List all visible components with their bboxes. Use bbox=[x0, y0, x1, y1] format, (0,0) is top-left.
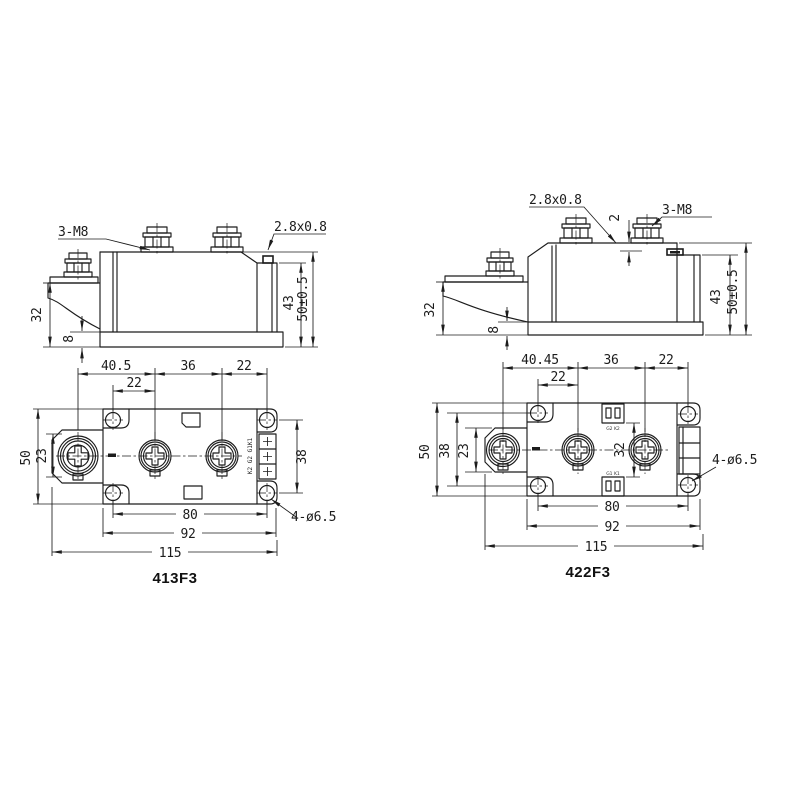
gate-plug-bottom bbox=[601, 476, 625, 497]
dim-40-5: 40.5 bbox=[101, 359, 131, 374]
dim-92: 92 bbox=[180, 527, 195, 542]
view-title-422F3: 422F3 bbox=[565, 564, 610, 581]
mounting-hole bbox=[257, 410, 277, 430]
dim-38: 38 bbox=[438, 443, 453, 458]
side-view-413F3: 3-M8 2.8x0.8 43 50±0.5 32 8 bbox=[30, 220, 327, 363]
dim-23: 23 bbox=[457, 443, 472, 458]
callout-3-M8: 3-M8 bbox=[58, 225, 88, 240]
dim-50: 50 bbox=[19, 450, 34, 465]
dim-80: 80 bbox=[604, 500, 619, 515]
terminal-step bbox=[256, 262, 278, 333]
view-title-413F3: 413F3 bbox=[152, 570, 197, 587]
dim-32: 32 bbox=[613, 442, 628, 457]
top-view-422F3: G2 K2 G1 K1 40.45 36 22 22 50 38 23 bbox=[418, 353, 757, 581]
side-view-422F3: 2.8x0.8 3-M8 2 43 50±0.5 32 8 bbox=[423, 193, 752, 350]
module-body-outline bbox=[527, 242, 678, 323]
callout-holes: 4-ø6.5 bbox=[712, 453, 757, 468]
dim-43: 43 bbox=[709, 289, 724, 304]
faston-tab bbox=[666, 248, 684, 256]
gate-plug-top bbox=[601, 403, 625, 424]
dim-115: 115 bbox=[159, 546, 182, 561]
mounting-hole bbox=[678, 475, 698, 495]
mounting-hole bbox=[257, 483, 277, 503]
dim-38: 38 bbox=[295, 449, 310, 464]
side-lug bbox=[442, 281, 529, 323]
top-bolt-1 bbox=[140, 223, 174, 256]
dim-50: 50 bbox=[418, 444, 433, 459]
dim-43: 43 bbox=[282, 295, 297, 310]
aux-terminal-block bbox=[258, 433, 277, 480]
gate-label-top: G2 K2 bbox=[606, 426, 620, 432]
label-recess bbox=[181, 412, 201, 428]
base-plate bbox=[527, 321, 704, 336]
dim-50: 50±0.5 bbox=[296, 276, 311, 321]
top-view-413F3: K2 G2 G1K1 bbox=[19, 359, 336, 587]
polarity-mark bbox=[108, 453, 116, 457]
mount-ear bbox=[676, 402, 701, 426]
aux-terminal-block bbox=[678, 426, 701, 475]
dim-32: 32 bbox=[423, 302, 438, 317]
polarity-mark bbox=[532, 447, 540, 451]
aux-terminal-labels: K2 G2 G1K1 bbox=[247, 438, 254, 475]
callout-3-M8: 3-M8 bbox=[662, 203, 692, 218]
top-bolt-1 bbox=[559, 214, 593, 247]
side-lug bbox=[47, 282, 101, 330]
lug-top-outline bbox=[484, 427, 528, 473]
dim-32: 32 bbox=[30, 307, 45, 322]
terminal-step bbox=[676, 254, 701, 323]
dim-22b: 22 bbox=[550, 370, 565, 385]
dim-36: 36 bbox=[603, 353, 618, 368]
module-top-outline bbox=[102, 408, 258, 505]
lug-bolt bbox=[63, 249, 93, 281]
callout-holes: 4-ø6.5 bbox=[291, 510, 336, 525]
gate-label-bottom: G1 K1 bbox=[606, 471, 620, 477]
top-bolt-2 bbox=[210, 223, 244, 256]
base-plate bbox=[99, 331, 284, 348]
dim-22: 22 bbox=[236, 359, 251, 374]
dim-40-45: 40.45 bbox=[521, 353, 559, 368]
dim-36: 36 bbox=[180, 359, 195, 374]
mount-ear bbox=[256, 408, 278, 433]
dim-23: 23 bbox=[35, 448, 50, 463]
module-body-outline bbox=[99, 251, 258, 333]
mounting-hole bbox=[103, 410, 123, 430]
dim-2: 2 bbox=[608, 214, 623, 222]
lug-bolt bbox=[485, 248, 515, 280]
callout-faston-size: 2.8x0.8 bbox=[529, 193, 582, 208]
top-bolt-2 bbox=[630, 214, 664, 247]
dim-50: 50±0.5 bbox=[726, 269, 741, 314]
faston-tab bbox=[262, 255, 274, 264]
dim-80: 80 bbox=[182, 508, 197, 523]
dim-22b: 22 bbox=[126, 376, 141, 391]
label-recess bbox=[183, 485, 203, 500]
mounting-hole bbox=[103, 483, 123, 503]
callout-faston-size: 2.8x0.8 bbox=[274, 220, 327, 235]
dim-22: 22 bbox=[658, 353, 673, 368]
dim-8: 8 bbox=[487, 326, 502, 334]
dim-92: 92 bbox=[604, 520, 619, 535]
mounting-hole bbox=[678, 404, 698, 424]
dim-8: 8 bbox=[62, 335, 77, 343]
dim-115: 115 bbox=[585, 540, 608, 555]
